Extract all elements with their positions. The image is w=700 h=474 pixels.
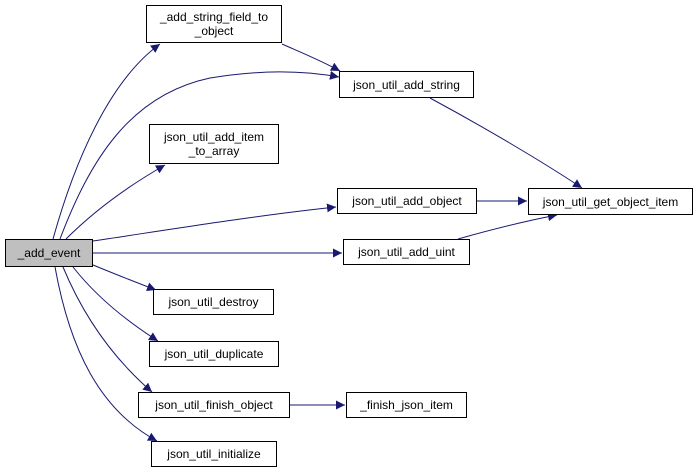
edge-json-util-add-string-to-json-util-get-object-item [429,97,583,189]
node-add-event[interactable]: _add_event [5,239,93,267]
edge-add-event-to-json-util-add-string [59,70,340,240]
edge-add-event-to-json-util-initialize [54,266,158,442]
edges [52,43,583,442]
edge-add-event-to-add-string-field-to-object [52,43,161,240]
edge-add-string-field-to-object-to-json-util-add-string [281,43,341,72]
node-label: json_util_initialize [167,447,261,461]
edge-add-event-to-json-util-destroy [92,264,157,292]
node-label-line-2: _object [194,24,234,38]
node-label: json_util_destroy [168,295,259,309]
node-label: json_util_finish_object [155,398,273,412]
edge-add-event-to-json-util-finish-object [62,266,153,393]
edge-add-event-to-json-util-add-object [92,203,337,242]
node-json-util-finish-object[interactable]: json_util_finish_object [138,392,290,418]
node-json-util-add-uint[interactable]: json_util_add_uint [343,239,470,265]
node-label-line-1: json_util_add_item [163,130,265,144]
node-finish-json-item[interactable]: _finish_json_item [346,392,467,418]
node-label: _add_event [17,246,81,260]
node-json-util-initialize[interactable]: json_util_initialize [151,441,277,467]
node-json-util-destroy[interactable]: json_util_destroy [153,289,274,315]
node-json-util-duplicate[interactable]: json_util_duplicate [149,341,279,367]
edge-add-event-to-json-util-duplicate [72,266,159,342]
node-label-line-1: _add_string_field_to [159,10,269,24]
node-json-util-get-object-item[interactable]: json_util_get_object_item [528,188,693,215]
node-json-util-add-item-to-array[interactable]: json_util_add_item _to_array [149,124,279,164]
node-label: json_util_duplicate [164,347,264,361]
edge-add-event-to-json-util-add-item-to-array [65,164,166,240]
node-json-util-add-string[interactable]: json_util_add_string [339,71,474,98]
node-label: json_util_add_string [353,77,460,92]
node-label: json_util_get_object_item [542,194,679,209]
node-label: _finish_json_item [360,398,453,412]
node-json-util-add-object[interactable]: json_util_add_object [337,188,477,214]
edge-json-util-add-uint-to-json-util-get-object-item [457,212,558,240]
node-label: json_util_add_object [352,194,462,208]
node-label: json_util_add_uint [358,245,455,259]
node-add-string-field-to-object[interactable]: _add_string_field_to _object [146,5,282,43]
node-label-line-2: _to_array [188,144,240,158]
